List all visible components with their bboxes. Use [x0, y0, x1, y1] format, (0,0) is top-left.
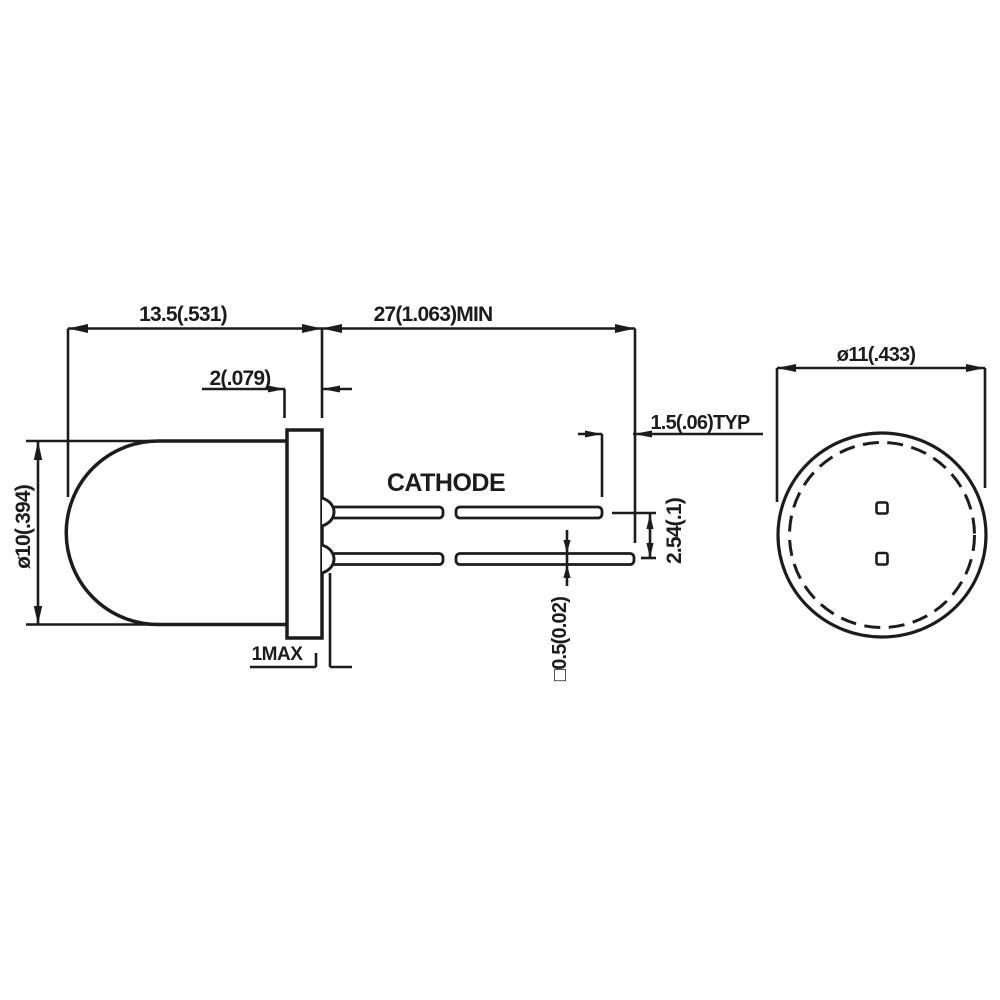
arrowhead	[268, 385, 285, 393]
dim-standoff: 1MAX	[250, 573, 352, 669]
led-flange	[285, 428, 324, 640]
body-outline-dashed-circle	[788, 441, 976, 629]
arrowhead	[585, 430, 602, 438]
arrowhead	[646, 543, 654, 558]
dim-flange-thickness: 2(.079)	[202, 367, 352, 418]
arrowhead	[634, 430, 652, 438]
arrowhead	[33, 441, 43, 460]
anode-lead-cross-section	[875, 551, 889, 566]
cathode-lead-segment-2	[454, 505, 604, 520]
arrowhead	[966, 364, 985, 372]
cathode-lead-cross-section	[875, 501, 889, 515]
dim-standoff-label: 1MAX	[252, 644, 304, 665]
arrowhead	[33, 606, 43, 625]
anode-lead-exit-bump	[321, 543, 336, 575]
dim-flange-diameter: ø11(.433)	[775, 344, 987, 502]
anode-lead-segment-1	[329, 552, 445, 566]
dim-flange-thickness-label: 2(.079)	[210, 367, 271, 390]
dim-body-diameter: ø10(.394)	[12, 439, 157, 626]
arrowhead	[302, 324, 322, 333]
dim-lead-pitch-label: 2.54(.1)	[663, 498, 686, 564]
cathode-lead-exit-bump	[321, 496, 336, 528]
arrowhead	[322, 324, 342, 333]
anode-lead-segment-2	[454, 552, 636, 566]
dim-lead-square-size: □0.5(0.02)	[549, 530, 571, 681]
dim-flange-diameter-label: ø11(.433)	[837, 344, 916, 366]
arrowhead	[563, 565, 571, 578]
arrowhead	[646, 514, 654, 529]
dim-body-diameter-label: ø10(.394)	[12, 485, 35, 569]
arrowhead	[615, 324, 635, 333]
led-body-outline	[64, 439, 287, 627]
dim-lead-square-size-label: □0.5(0.02)	[549, 597, 571, 681]
cathode-label: CATHODE	[387, 469, 505, 497]
arrowhead	[563, 540, 571, 553]
cathode-lead	[329, 505, 604, 520]
arrowhead	[777, 364, 796, 372]
dim-lead-pitch: 2.54(.1)	[612, 498, 686, 564]
dim-lead-tip-offset-label: 1.5(.06)TYP	[650, 412, 749, 434]
dim-lead-length-label: 27(1.063)MIN	[374, 303, 493, 326]
dim-lead-tip-offset: 1.5(.06)TYP	[578, 412, 763, 497]
arrowhead	[68, 324, 88, 333]
dim-body-length-label: 13.5(.531)	[139, 303, 227, 326]
flange-outline-circle	[776, 431, 988, 639]
cathode-lead-segment-1	[329, 505, 445, 520]
side-view: 13.5(.531) 27(1.063)MIN 2(.079) ø10(.394…	[12, 303, 763, 681]
anode-lead	[329, 552, 636, 566]
arrowhead	[322, 385, 340, 393]
dim-body-length-and-lead-length: 13.5(.531) 27(1.063)MIN	[66, 303, 637, 543]
front-view: ø11(.433)	[775, 344, 988, 639]
